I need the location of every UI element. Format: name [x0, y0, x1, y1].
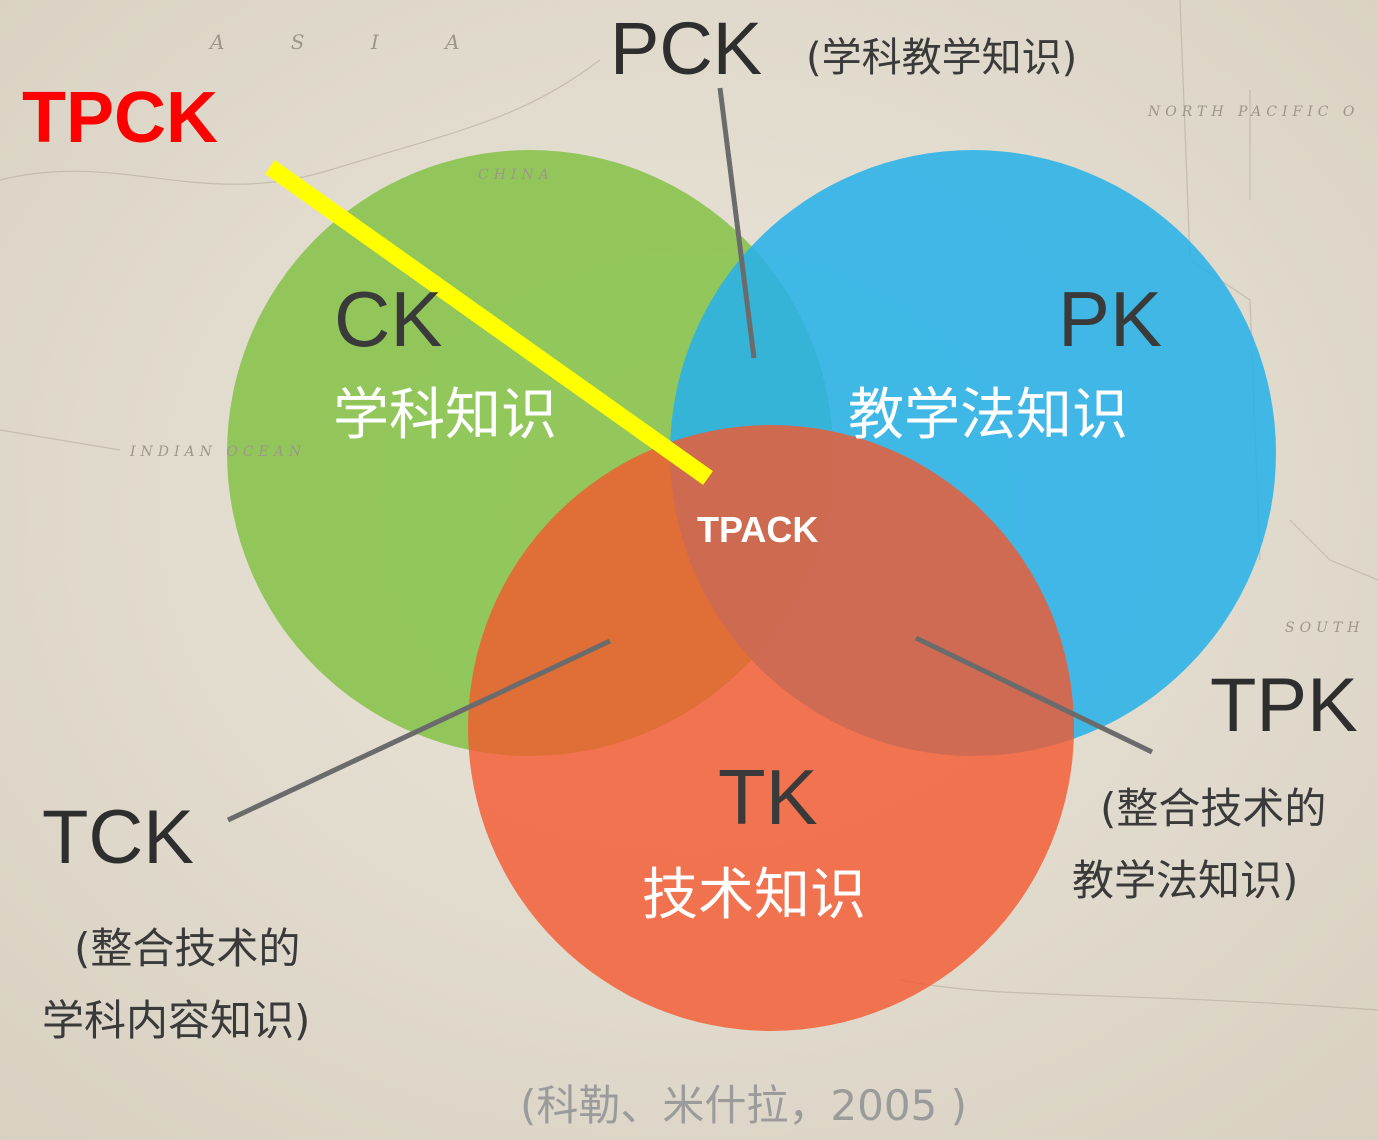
- map-label-indian-ocean: INDIAN OCEAN: [130, 444, 307, 460]
- tpk-label: TPK: [1210, 663, 1358, 748]
- tpk-description-line1: (整合技术的: [1100, 784, 1327, 833]
- map-label-north-pacific: NORTH PACIFIC O: [1148, 104, 1360, 120]
- map-label-asia: A S I A: [210, 30, 490, 54]
- pck-leader-line: [717, 87, 757, 359]
- citation: (科勒、米什拉，2005 ): [520, 1081, 968, 1130]
- tpk-description-line2: 教学法知识): [1072, 856, 1299, 905]
- tck-label: TCK: [42, 795, 194, 880]
- tk-circle: [468, 425, 1074, 1031]
- tk-name: 技术知识: [642, 863, 866, 928]
- tpck-pointer-line: [265, 160, 713, 485]
- map-label-south: SOUTH: [1285, 620, 1365, 636]
- pck-description: (学科教学知识): [806, 35, 1078, 81]
- tck-description-line2: 学科内容知识): [42, 996, 311, 1045]
- tpk-leader-line: [914, 635, 1154, 755]
- ck-name: 学科知识: [333, 383, 557, 448]
- tck-description-line1: (整合技术的: [74, 924, 301, 973]
- pk-label: PK: [1058, 275, 1163, 363]
- map-label-china: CHINA: [478, 167, 554, 183]
- tk-label: TK: [718, 753, 818, 841]
- center-label: TPACK: [697, 509, 819, 550]
- pck-label: PCK: [610, 7, 763, 90]
- ck-label: CK: [334, 275, 443, 363]
- tck-leader-line: [226, 638, 612, 823]
- pk-name: 教学法知识: [848, 383, 1128, 448]
- diagram-title: TPCK: [22, 78, 218, 158]
